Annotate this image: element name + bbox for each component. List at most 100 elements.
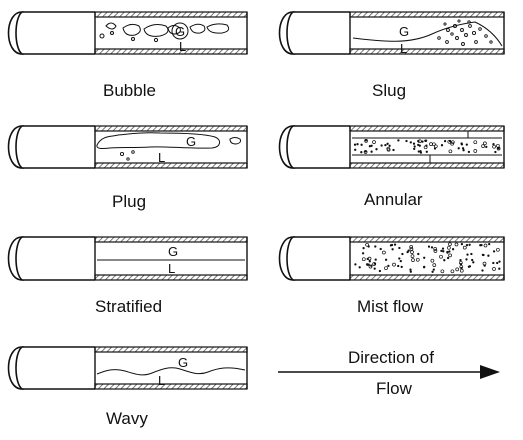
droplet <box>448 242 452 247</box>
droplet <box>387 264 390 268</box>
droplet <box>384 143 387 147</box>
droplet <box>379 247 382 251</box>
droplet <box>442 250 445 253</box>
droplet <box>460 242 464 246</box>
droplet <box>471 258 474 262</box>
droplet <box>441 247 445 250</box>
droplet <box>353 143 357 146</box>
droplet <box>374 245 377 248</box>
pipe-mist: Mist flow <box>278 236 505 316</box>
droplet <box>368 264 373 269</box>
droplet <box>407 249 410 252</box>
droplet <box>498 267 501 270</box>
pipe-plug-body <box>7 125 248 169</box>
droplet <box>409 268 412 271</box>
droplet <box>422 266 426 269</box>
droplet <box>388 144 391 147</box>
droplet <box>443 139 447 143</box>
droplet <box>392 262 396 267</box>
droplet <box>417 150 420 153</box>
droplet <box>356 143 359 146</box>
droplet <box>412 142 416 145</box>
droplet <box>372 262 377 266</box>
droplet <box>448 253 452 258</box>
droplet <box>392 148 395 152</box>
droplet <box>443 259 446 262</box>
droplet <box>494 150 497 154</box>
droplet <box>360 151 363 154</box>
droplet <box>409 245 414 249</box>
droplet <box>468 243 471 246</box>
pipe-annular-body <box>278 125 505 169</box>
droplet <box>362 246 365 250</box>
pipe-slug-body <box>278 11 505 55</box>
droplet <box>399 259 402 263</box>
pipe-wavy-gas-label: G <box>178 355 188 370</box>
droplet <box>447 139 452 144</box>
droplet <box>378 269 382 273</box>
droplet <box>374 258 377 261</box>
droplet <box>496 247 500 252</box>
droplet <box>485 145 488 149</box>
droplet <box>473 149 478 153</box>
droplet <box>354 148 357 151</box>
droplet <box>410 254 415 258</box>
droplet <box>417 252 420 256</box>
pipe-mist-droplets <box>354 242 501 274</box>
droplet <box>483 141 487 146</box>
droplet <box>410 250 414 254</box>
droplet <box>497 147 500 150</box>
droplet <box>488 242 491 246</box>
droplet <box>365 242 369 247</box>
droplet <box>375 148 378 151</box>
droplet <box>440 269 445 274</box>
droplet <box>363 150 368 154</box>
pipe-bubble-caption: Bubble <box>103 81 156 100</box>
pipe-stratified-gas-label: G <box>168 244 178 259</box>
pipe-bubble-gas-label: G <box>175 24 185 39</box>
droplet <box>487 254 490 257</box>
droplet <box>483 264 486 267</box>
droplet <box>380 144 383 147</box>
droplet <box>465 243 469 247</box>
droplet <box>386 142 389 145</box>
droplet <box>459 268 464 273</box>
droplet <box>462 245 467 250</box>
droplet <box>480 243 483 247</box>
pipe-stratified-body <box>7 236 248 281</box>
pipe-slug-liquid-label: L <box>400 41 407 56</box>
droplet <box>440 249 443 253</box>
droplet <box>496 261 499 265</box>
droplet <box>366 263 369 266</box>
droplet <box>468 265 472 268</box>
pipe-plug-small-plug <box>229 137 241 145</box>
droplet <box>465 143 468 146</box>
pipe-mist-caption: Mist flow <box>357 297 424 316</box>
droplet <box>447 245 451 250</box>
droplet <box>354 263 357 266</box>
droplet <box>460 266 463 270</box>
droplet <box>406 250 409 254</box>
droplet <box>467 150 471 154</box>
droplet <box>432 263 437 267</box>
droplet <box>417 143 420 147</box>
droplet <box>465 258 468 261</box>
droplet <box>446 251 449 254</box>
droplet <box>461 147 465 150</box>
droplet <box>360 143 363 146</box>
pipe-slug-bubbles <box>437 19 493 46</box>
droplet <box>390 243 394 247</box>
droplet <box>364 139 368 143</box>
droplet <box>492 267 496 271</box>
pipe-slug-gas-label: G <box>399 24 409 39</box>
droplet <box>451 248 455 251</box>
droplet <box>496 146 501 151</box>
flow-direction-label-line1: Direction of <box>348 348 434 367</box>
droplet <box>481 269 484 272</box>
droplet <box>370 150 373 153</box>
droplet <box>439 254 443 259</box>
pipe-stratified-caption: Stratified <box>95 297 162 316</box>
pipe-wavy-interface <box>96 367 246 376</box>
droplet <box>440 144 444 147</box>
pipe-bubble-bubbles <box>99 22 230 43</box>
